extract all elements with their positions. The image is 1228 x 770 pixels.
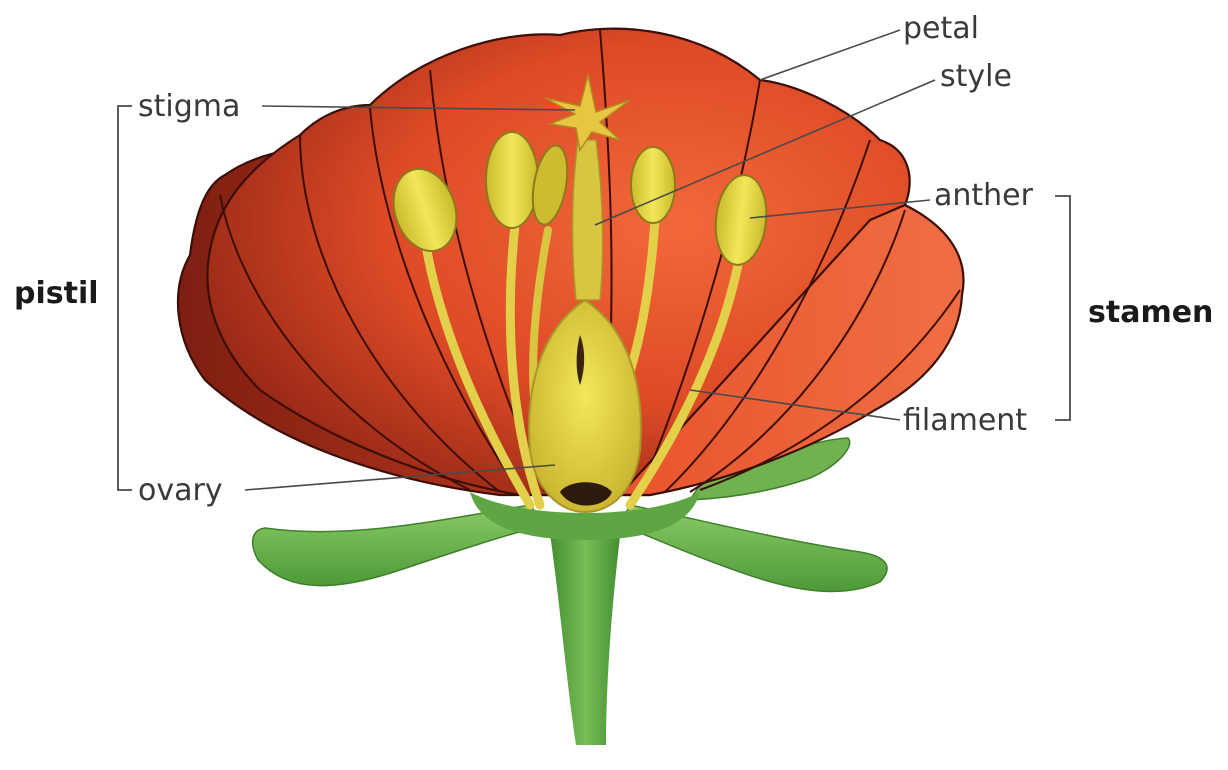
stem xyxy=(548,520,622,745)
label-style: style xyxy=(940,59,1012,94)
anther-2 xyxy=(486,132,538,228)
stamen-bracket xyxy=(1055,196,1070,420)
leader-petal xyxy=(760,30,900,80)
group-label-stamen: stamen xyxy=(1088,295,1213,330)
group-label-pistil: pistil xyxy=(14,276,99,311)
anther-4 xyxy=(631,147,675,223)
label-ovary: ovary xyxy=(138,473,223,508)
label-stigma: stigma xyxy=(138,89,240,124)
pistil-bracket xyxy=(118,106,132,490)
label-filament: filament xyxy=(903,403,1027,438)
label-anther: anther xyxy=(934,178,1034,213)
label-petal: petal xyxy=(903,11,979,46)
style xyxy=(573,140,603,300)
